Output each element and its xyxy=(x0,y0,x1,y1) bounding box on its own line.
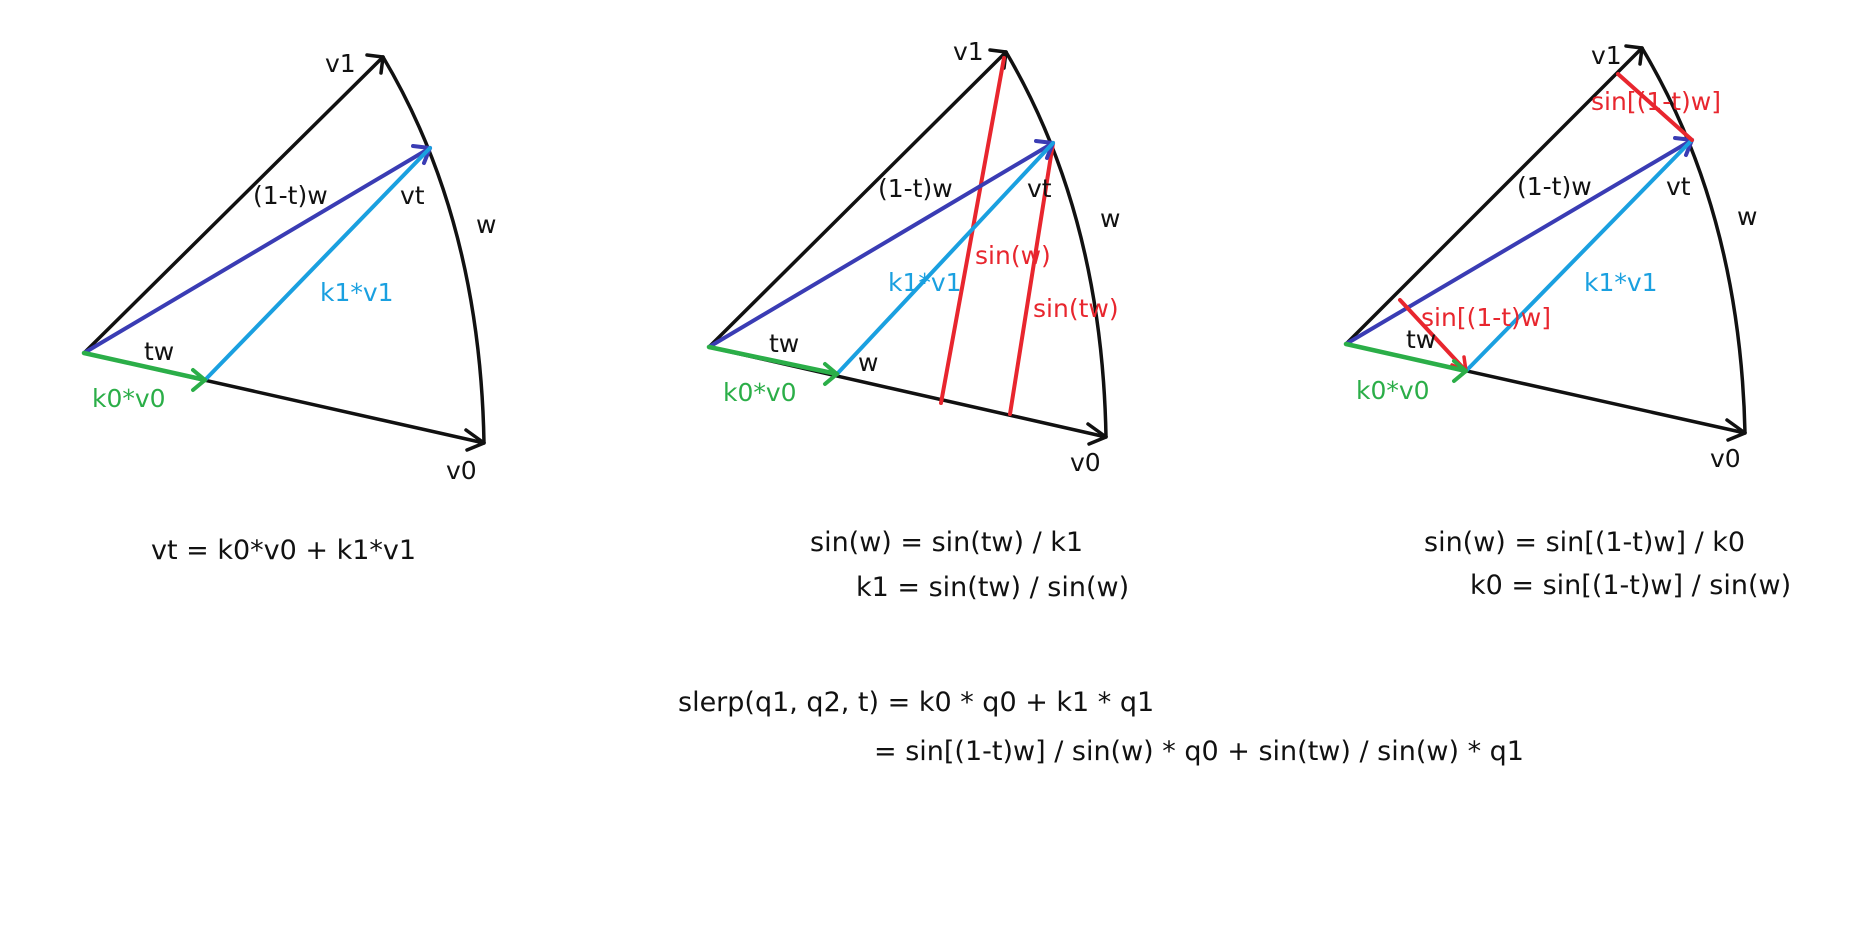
k0v0-arrowhead xyxy=(191,368,207,392)
vt-vector xyxy=(707,141,1055,349)
label-v1: v1 xyxy=(1591,41,1622,70)
label-k0v0: k0*v0 xyxy=(723,378,797,407)
label-k1v1: k1*v1 xyxy=(320,278,394,307)
v1-vector xyxy=(707,50,1008,349)
k0v0-vector xyxy=(1343,341,1469,374)
equation-sin-w-k0: sin(w) = sin[(1-t)w] / k0 xyxy=(1424,527,1745,558)
v1-vector xyxy=(1344,46,1644,346)
label-vt: vt xyxy=(400,181,425,210)
k1v1-vector xyxy=(1464,138,1694,373)
label-w-arc: w xyxy=(1100,204,1120,233)
label-v1: v1 xyxy=(953,37,984,66)
equations: vt = k0*v0 + k1*v1 sin(w) = sin(tw) / k1… xyxy=(151,527,1791,767)
arc-w xyxy=(1004,51,1108,438)
label-one-minus-t-w: (1-t)w xyxy=(1517,172,1592,201)
vt-vector xyxy=(1344,138,1694,346)
k1v1-vector xyxy=(835,141,1055,376)
label-vt: vt xyxy=(1027,174,1052,203)
label-one-minus-t-w: (1-t)w xyxy=(878,174,953,203)
equation-k0: k0 = sin[(1-t)w] / sin(w) xyxy=(1470,570,1791,601)
k0v0-vector xyxy=(706,344,840,377)
equation-slerp-expanded: = sin[(1-t)w] / sin(w) * q0 + sin(tw) / … xyxy=(874,736,1524,767)
v1-vector xyxy=(82,55,385,355)
label-v1: v1 xyxy=(325,49,356,78)
arc-w xyxy=(1640,47,1747,434)
label-w: w xyxy=(476,210,496,239)
sin-bottom-line xyxy=(1398,298,1468,373)
label-sin-bottom: sin[(1-t)w] xyxy=(1421,303,1551,332)
equation-slerp: slerp(q1, q2, t) = k0 * q0 + k1 * q1 xyxy=(678,687,1154,718)
label-k0v0: k0*v0 xyxy=(92,384,166,413)
label-tw: tw xyxy=(769,329,799,358)
panel-2: v1 v0 vt w w (1-t)w tw k1*v1 k0*v0 sin(w… xyxy=(706,37,1120,477)
k0v0-vector xyxy=(81,350,208,383)
vt-vector xyxy=(82,146,432,355)
equation-sin-w-k1: sin(w) = sin(tw) / k1 xyxy=(810,527,1083,558)
label-tw: tw xyxy=(1406,325,1436,354)
label-tw: tw xyxy=(144,337,174,366)
label-k1v1: k1*v1 xyxy=(1584,268,1658,297)
label-k1v1: k1*v1 xyxy=(888,268,962,297)
arc-w xyxy=(381,56,486,444)
label-sin-top: sin[(1-t)w] xyxy=(1591,87,1721,116)
label-v0: v0 xyxy=(1070,448,1101,477)
label-v0: v0 xyxy=(446,456,477,485)
panel-3: v1 v0 vt w (1-t)w tw k1*v1 k0*v0 sin[(1-… xyxy=(1343,41,1757,473)
label-v0: v0 xyxy=(1710,444,1741,473)
label-vt: vt xyxy=(1666,172,1691,201)
label-k0v0: k0*v0 xyxy=(1356,376,1430,405)
label-sin-w: sin(w) xyxy=(975,241,1051,270)
k0v0-arrowhead xyxy=(1452,359,1468,383)
k0v0-arrowhead xyxy=(823,362,839,386)
label-w-angle: w xyxy=(858,348,878,377)
equation-k1: k1 = sin(tw) / sin(w) xyxy=(856,572,1129,603)
sin-tw-line xyxy=(1008,141,1055,416)
sin-top-line xyxy=(1616,72,1694,142)
label-w: w xyxy=(1737,202,1757,231)
label-one-minus-t-w: (1-t)w xyxy=(253,181,328,210)
panel-1: v1 v0 vt w (1-t)w tw k1*v1 k0*v0 xyxy=(81,49,496,485)
equation-vt: vt = k0*v0 + k1*v1 xyxy=(151,535,416,566)
label-sin-tw: sin(tw) xyxy=(1033,294,1119,323)
k1v1-vector xyxy=(203,146,432,382)
